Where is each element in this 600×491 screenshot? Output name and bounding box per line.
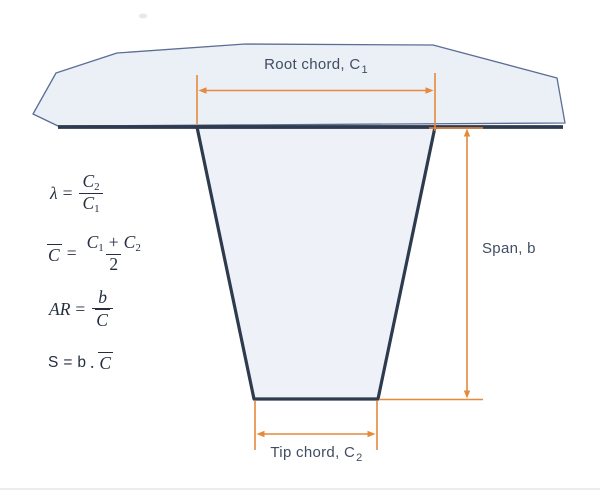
lambda-symbol: λ [50,183,58,204]
denominator-c-bar: C [95,308,110,330]
numerator: b [98,287,107,307]
numerator: C1+C2 [84,232,144,254]
formula-mean-chord: C = C1+C2 2 [47,232,144,275]
denominator: 2 [106,254,122,275]
numerator-term-b-subscript: 2 [135,242,141,254]
dimension-arrowheads [198,87,471,438]
numerator: C2 [79,171,102,193]
denominator-subscript: 1 [94,203,100,216]
numerator-term-b: C [123,232,136,252]
numerator-base: C [82,171,95,191]
formula-taper-ratio: λ = C2 C1 [50,171,103,216]
dimension-lines [196,73,483,450]
b-symbol: b [77,353,87,371]
wing-trapezoid-shape [195,125,437,401]
tip-arrow-right-icon [367,430,376,438]
fraction: C1+C2 2 [84,232,144,275]
numerator-term-a-subscript: 1 [98,242,104,254]
c-bar-symbol: C [47,243,62,265]
root-chord-label-text: Root chord, C [264,56,361,73]
equals-sign: = [75,298,86,319]
formula-aspect-ratio: AR = b C [49,287,113,331]
root-chord-label: Root chord, C1 [197,56,435,76]
fraction: b C [92,287,113,331]
span-arrow-up-icon [463,128,471,137]
span-arrow-down-icon [463,390,471,399]
denominator: C [92,307,113,331]
formula-wing-area: S = b . C [48,352,114,374]
tip-chord-label-text: Tip chord, C [270,444,356,461]
plus-sign: + [108,232,119,252]
equals-sign: = [66,243,77,264]
denominator: C1 [79,193,103,216]
root-arrow-right-icon [425,87,434,94]
tip-chord-subscript: 2 [356,452,363,464]
fuselage-planform-shape [32,43,566,127]
numerator-subscript: 2 [94,181,100,193]
ar-symbol: AR [49,298,71,319]
root-arrow-left-icon [198,87,207,94]
equals-sign: = [62,183,73,204]
equals-sign: = [63,353,73,371]
s-symbol: S [48,353,59,371]
multiplication-dot: . [90,352,95,372]
span-label-text: Span, b [482,240,536,257]
span-label: Span, b [482,240,536,257]
tip-arrow-left-icon [256,430,265,438]
faint-speck [139,13,147,19]
root-chord-subscript: 1 [361,64,368,76]
numerator-term-a: C [86,232,99,252]
fraction: C2 C1 [79,171,103,216]
tip-chord-label: Tip chord, C2 [255,444,378,464]
c-bar-symbol: C [98,352,114,374]
denominator-base: C [82,193,95,214]
